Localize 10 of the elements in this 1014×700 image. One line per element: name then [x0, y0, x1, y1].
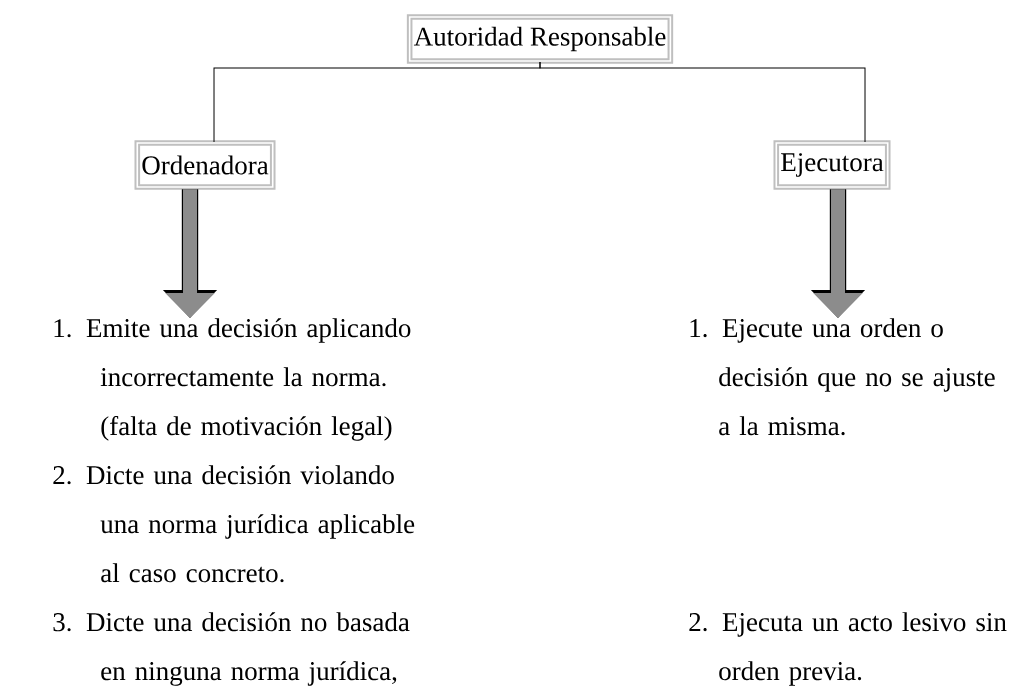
label-box: Ejecutora — [773, 140, 891, 190]
list-item: 1. Emite una decisión aplicando incorrectamente la norma. — [54, 318, 411, 387]
list-item: 3. Dicte una decisión no basada en ninguna norma jurídica, — [53, 612, 410, 686]
label-box: Ordenadora — [134, 140, 276, 190]
list-item: 1. Ejecute una orden o decisión que no se ajuste a la misma. — [690, 318, 995, 436]
list-item: 2. Dicte una decisión violando una norma jurídica aplicable al caso concreto. — [53, 465, 415, 583]
label-box: Autoridad Responsable — [406, 14, 674, 64]
list-item: 2. Ejecuta un acto lesivo sin orden previa. — [689, 612, 1007, 686]
connector-line — [539, 61, 866, 143]
list-item: (falta de motivación legal) — [101, 415, 392, 441]
